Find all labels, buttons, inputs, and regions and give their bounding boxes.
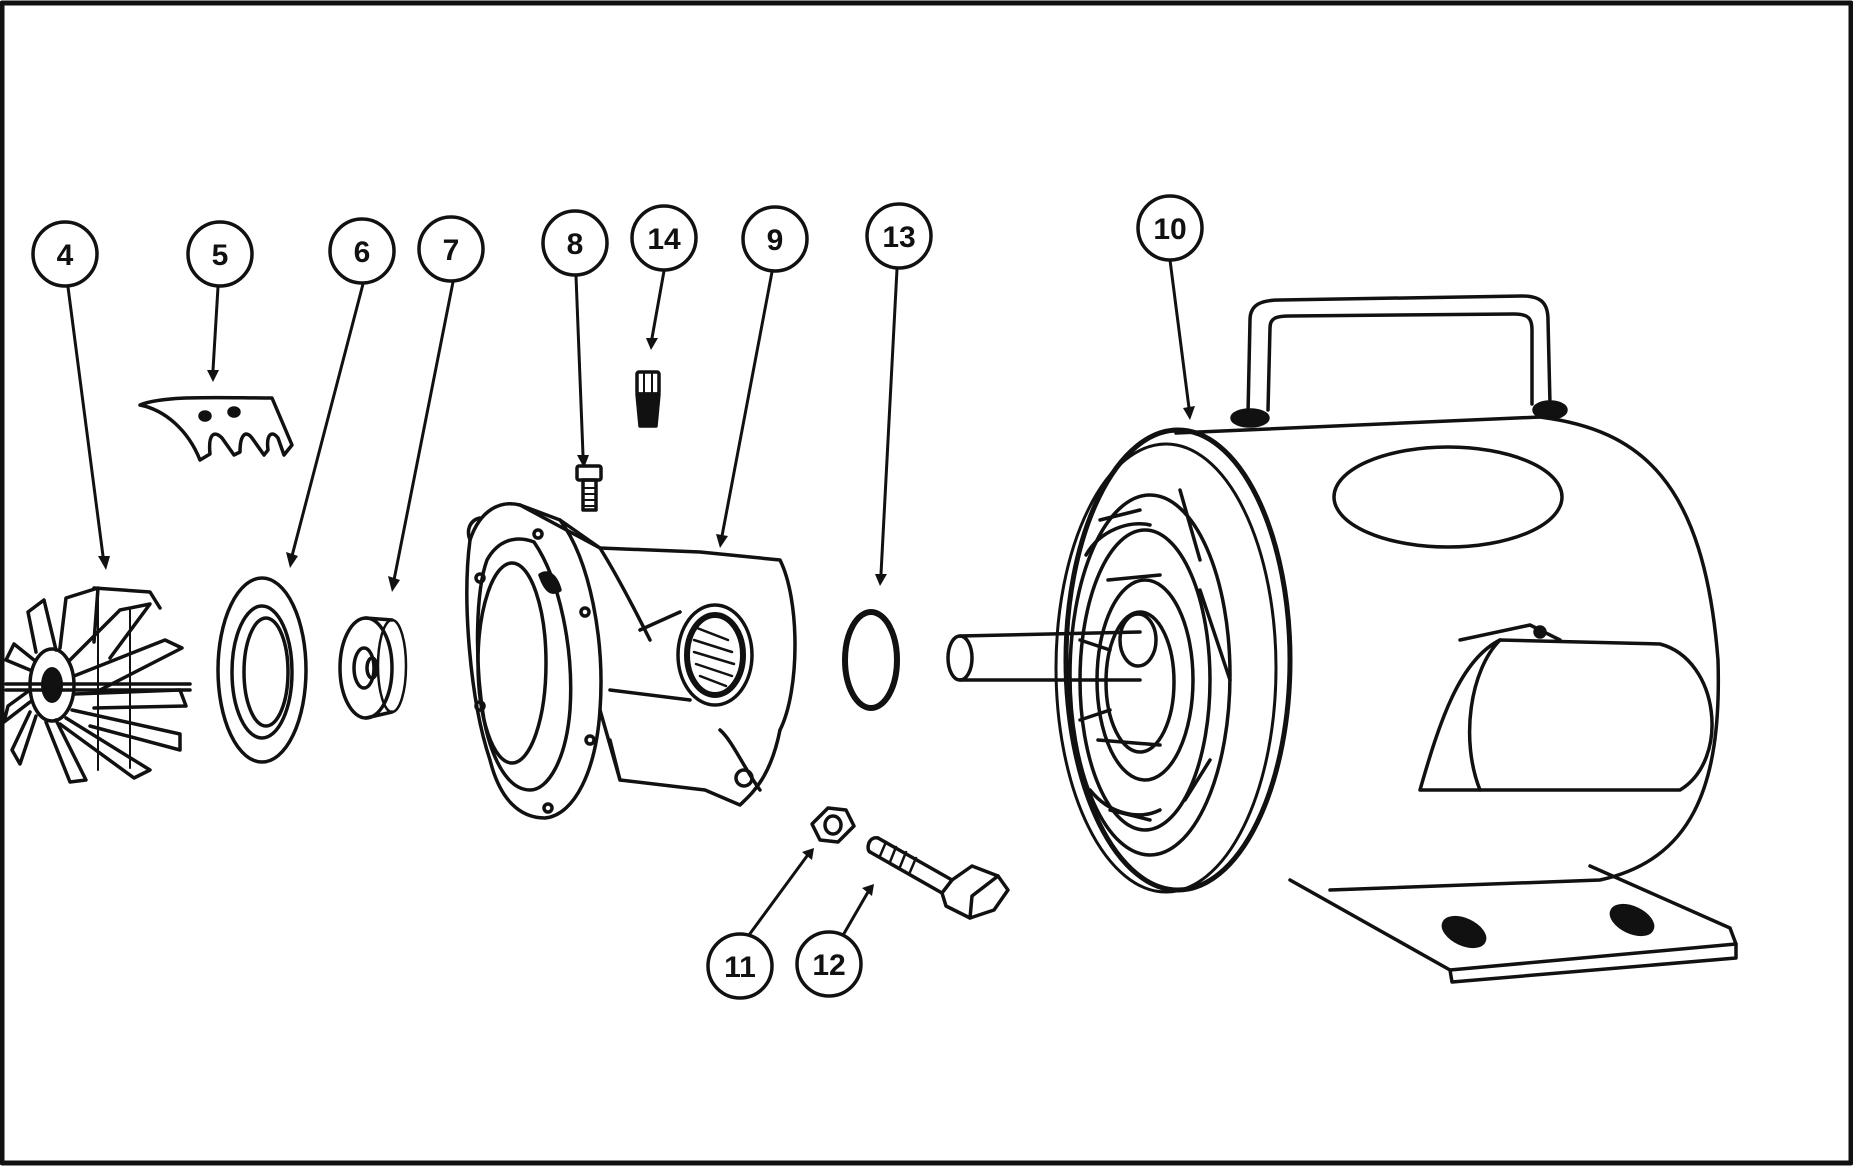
- pump-body-part: [465, 502, 797, 820]
- plug-part: [635, 370, 661, 428]
- cam-part: [138, 395, 294, 462]
- callout-label: 6: [354, 236, 371, 269]
- callout-6: 6: [328, 217, 396, 285]
- callout-label: 12: [812, 949, 845, 982]
- callout-12: 12: [795, 930, 863, 998]
- callout-label: 10: [1153, 213, 1186, 246]
- wear-plate-part: [216, 576, 308, 764]
- screw-part: [575, 464, 603, 512]
- callout-label: 5: [212, 239, 229, 272]
- callout-9: 9: [741, 205, 809, 273]
- seal-part: [338, 616, 408, 720]
- callout-bubbles: 4 5 6 7 8 14 9 13: [31, 194, 1204, 1000]
- callout-14: 14: [630, 204, 698, 272]
- bolt-part: [866, 836, 1010, 920]
- callout-8: 8: [541, 209, 609, 277]
- nut-part: [810, 806, 856, 844]
- motor-part: [946, 294, 1738, 984]
- callout-10: 10: [1136, 194, 1204, 262]
- callout-label: 4: [57, 239, 74, 272]
- callout-4: 4: [31, 220, 99, 288]
- impeller-part: [2, 586, 192, 784]
- callout-7: 7: [417, 215, 485, 283]
- leader-arrowheads: [98, 338, 1195, 896]
- o-ring-part: [842, 609, 900, 711]
- callout-label: 11: [724, 951, 756, 984]
- callout-label: 14: [647, 223, 681, 256]
- callout-11: 11: [706, 932, 774, 1000]
- leader-lines: [66, 258, 1191, 939]
- callout-label: 9: [767, 224, 784, 257]
- callout-label: 13: [882, 221, 915, 254]
- callout-5: 5: [186, 220, 254, 288]
- callout-label: 8: [567, 228, 584, 261]
- callout-label: 7: [443, 234, 460, 267]
- callout-13: 13: [865, 202, 933, 270]
